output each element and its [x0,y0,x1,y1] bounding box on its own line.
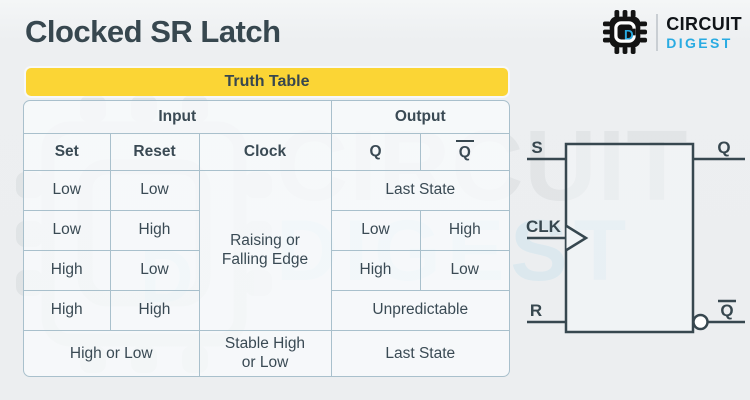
table-cell: Low [110,250,200,291]
clock-edge-triangle-icon [565,224,589,252]
page-title: Clocked SR Latch [25,14,281,49]
table-cell: Low [24,210,111,251]
logo-brand-top: CIRCUIT [666,13,742,34]
group-header-cell: Output [331,101,509,134]
qbar-output-label: Q [720,301,733,320]
table-cell: Low [110,170,200,211]
circuit-digest-logo: D CIRCUIT DIGEST [602,9,742,55]
column-header-cell: Reset [110,133,200,171]
table-cell: High [110,210,200,251]
clk-input-label: CLK [526,217,562,236]
table-cell: Unpredictable [331,290,509,331]
sr-latch-circuit-diagram: S Q CLK R Q [526,138,745,334]
table-cell: High [331,250,421,291]
table-cell: High [420,210,509,251]
table-cell: High or Low [24,330,200,376]
chip-logo-letter: D [624,28,634,43]
table-cell: Last State [385,344,456,362]
column-header-cell: Q [331,133,421,171]
logo-brand-bottom: DIGEST [666,34,733,51]
table-cell: High [24,250,111,291]
inverter-bubble-icon [692,313,709,331]
column-header-cell: Set [24,133,111,171]
q-bar-header: Q [455,140,474,162]
column-header-cell: Clock [199,133,332,171]
truth-table-banner: Truth Table [26,68,508,96]
table-cell: Low [24,170,111,211]
table-cell: Raising or Falling Edge [199,170,332,331]
table-cell: Low [331,210,421,251]
table-cell: Stable High or Low [199,330,332,376]
column-header-cell: Q [420,133,509,171]
table-cell: Last State [331,170,509,211]
group-header-cell: Input [24,101,332,134]
table-cell: Low [420,250,509,291]
logo-divider [656,13,659,51]
table-cell: High [24,290,111,331]
q-output-label: Q [717,138,730,157]
table-cell: High [110,290,200,331]
chip-logo-icon: D [603,9,648,55]
s-input-label: S [531,138,542,157]
r-input-label: R [530,301,542,320]
